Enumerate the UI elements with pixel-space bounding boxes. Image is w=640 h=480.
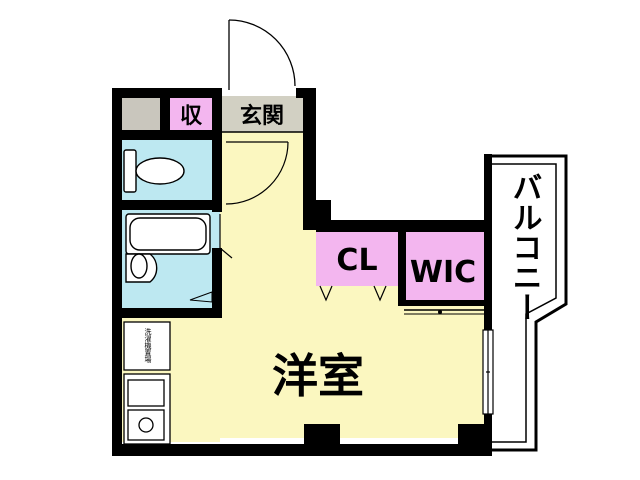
closet-floor xyxy=(316,230,398,286)
western-room-label: 洋室 xyxy=(272,349,364,403)
balcony-outline xyxy=(488,154,568,452)
wic-floor xyxy=(404,230,484,302)
toilet-icon xyxy=(123,149,185,193)
closet-label: CL xyxy=(336,243,377,278)
washroom-vanity xyxy=(189,291,213,303)
balcony-floor xyxy=(486,160,560,448)
washer-label: 洗濯機置場 xyxy=(144,327,152,364)
room-door xyxy=(225,141,289,205)
walls xyxy=(112,88,492,456)
balcony-window xyxy=(482,329,494,415)
wic-label: WIC xyxy=(410,255,476,290)
washer-space: 洗濯機置場 xyxy=(123,321,171,371)
storage-gray xyxy=(120,96,162,132)
kitchen-counter xyxy=(123,373,171,445)
closet-doors xyxy=(319,285,387,302)
bathtub-icon xyxy=(125,213,211,283)
entrance-door xyxy=(228,19,296,90)
storage-label: 収 xyxy=(180,104,203,129)
western-room-floor xyxy=(220,132,486,438)
entrance-floor xyxy=(220,96,304,132)
entrance-label: 玄関 xyxy=(240,103,284,129)
balcony-label: バルコニー xyxy=(507,172,542,322)
bathroom-door xyxy=(219,214,233,259)
storage-floor xyxy=(169,96,213,132)
